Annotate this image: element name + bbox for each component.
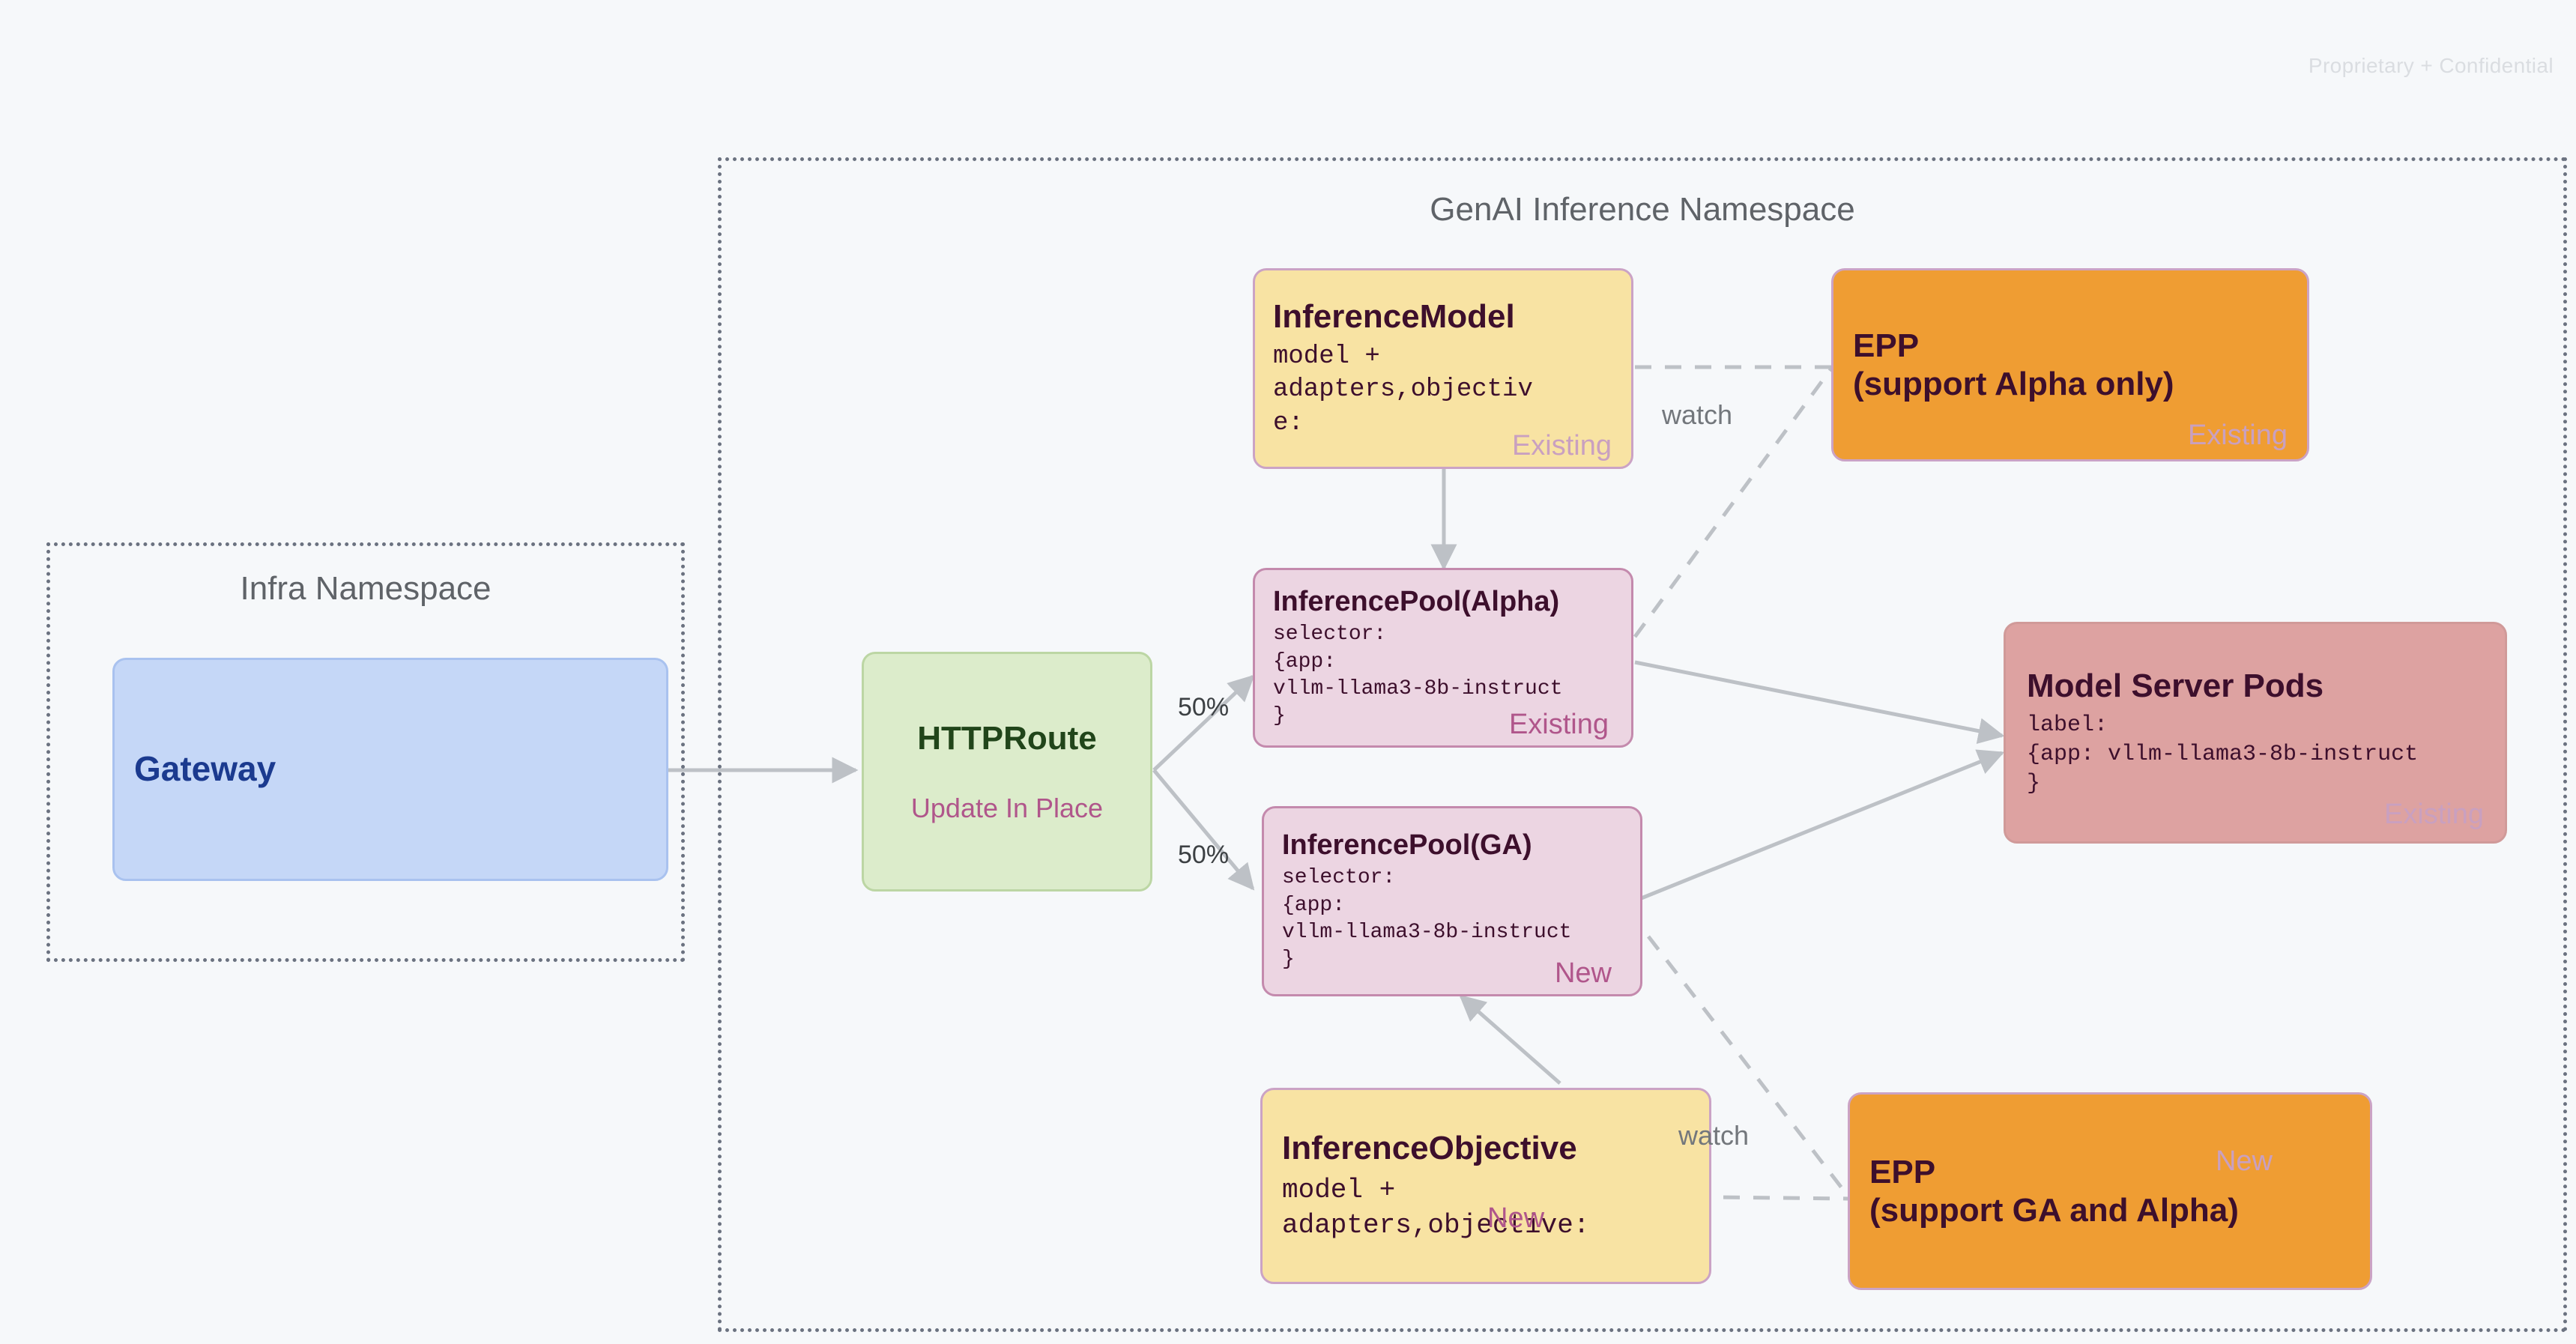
node-inference-pool-alpha[interactable]: InferencePool(Alpha) selector: {app: vll… (1253, 568, 1633, 748)
edge-label-watch-bottom: watch (1678, 1120, 1750, 1151)
genai-namespace-title: GenAI Inference Namespace (1430, 191, 1855, 228)
node-epp-alpha[interactable]: EPP (support Alpha only) Existing (1831, 268, 2309, 461)
model-server-pods-title: Model Server Pods (2027, 667, 2324, 704)
inference-pool-alpha-title: InferencePool(Alpha) (1273, 586, 1560, 618)
confidential-watermark: Proprietary + Confidential (2308, 54, 2554, 77)
inference-objective-body: model + adapters,objective: (1282, 1174, 1590, 1241)
node-model-server-pods[interactable]: Model Server Pods label: {app: vllm-llam… (2004, 622, 2507, 844)
httproute-title: HTTPRoute (917, 720, 1097, 757)
inference-pool-ga-title: InferencePool(GA) (1282, 829, 1532, 862)
infra-namespace-boundary: Infra Namespace (46, 542, 685, 962)
edge-label-split-bottom: 50% (1178, 841, 1230, 869)
edge-pool-ga-to-model-server-pods (1639, 749, 2005, 901)
node-inference-model[interactable]: InferenceModel model + adapters,objectiv… (1253, 268, 1633, 469)
genai-namespace-boundary: GenAI Inference Namespace (718, 157, 2567, 1332)
node-inference-pool-ga[interactable]: InferencePool(GA) selector: {app: vllm-l… (1262, 806, 1642, 996)
edge-watch-pool-alpha-to-epp-alpha (1633, 367, 1833, 638)
node-httproute[interactable]: HTTPRoute Update In Place (862, 652, 1152, 892)
node-inference-objective[interactable]: InferenceObjective model + adapters,obje… (1260, 1088, 1711, 1284)
model-server-pods-body: label: {app: vllm-llama3-8b-instruct } (2027, 712, 2419, 797)
node-epp-ga[interactable]: EPP (support GA and Alpha) New (1848, 1092, 2372, 1290)
edge-inferenceobjective-to-pool-ga (1459, 994, 1561, 1085)
httproute-badge: Update In Place (910, 792, 1104, 823)
gateway-title: Gateway (134, 749, 276, 789)
inference-model-title: InferenceModel (1273, 298, 1515, 336)
inference-model-body: model + adapters,objectiv e: (1273, 342, 1533, 438)
infra-namespace-title: Infra Namespace (240, 570, 492, 607)
edge-watch-pool-ga-to-epp-ga (1647, 935, 1849, 1197)
inference-pool-alpha-body: selector: {app: vllm-llama3-8b-instruct … (1273, 623, 1563, 728)
edge-httproute-to-pool-alpha (1152, 674, 1255, 772)
epp-ga-title: EPP (support GA and Alpha) (1869, 1153, 2239, 1229)
model-server-pods-badge: Existing (2383, 799, 2484, 830)
edge-pool-alpha-to-model-server-pods (1634, 660, 2005, 744)
edge-label-watch-top: watch (1662, 399, 1733, 430)
edge-httproute-to-pool-ga (1152, 769, 1255, 891)
inference-pool-ga-body: selector: {app: vllm-llama3-8b-instruct … (1282, 866, 1572, 972)
inference-objective-title: InferenceObjective (1282, 1129, 1577, 1166)
node-gateway[interactable]: Gateway (112, 658, 668, 881)
edge-label-split-top: 50% (1178, 693, 1230, 721)
epp-alpha-title: EPP (support Alpha only) (1853, 327, 2174, 402)
epp-alpha-badge: Existing (2187, 420, 2288, 451)
